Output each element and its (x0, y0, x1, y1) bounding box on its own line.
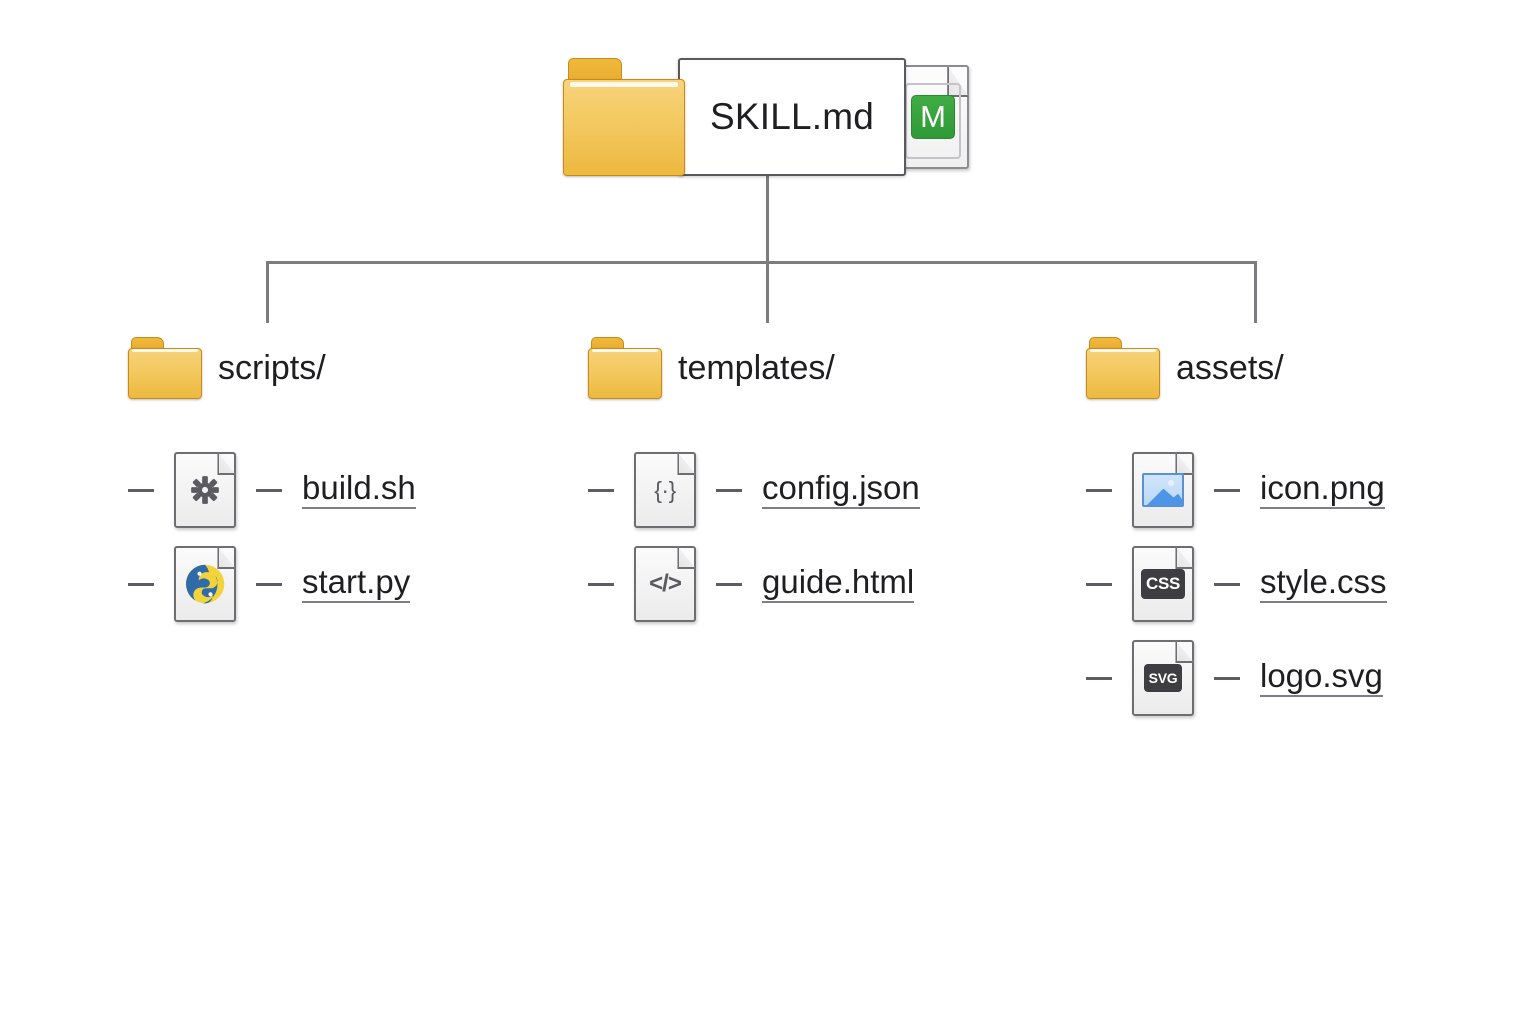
markdown-badge: M (911, 95, 955, 139)
sidebar-item-scripts[interactable]: scripts/ (128, 335, 416, 401)
dash-icon (128, 488, 154, 492)
dash-icon (588, 488, 614, 492)
connector-drop-scripts (266, 261, 269, 323)
folder-icon (1086, 337, 1160, 399)
picture-icon (1142, 473, 1184, 507)
dash-icon (256, 488, 282, 492)
branch-templates: templates/ {·} config.json </> guide.htm… (588, 335, 920, 631)
gear-icon (191, 476, 219, 504)
list-item[interactable]: build.sh (128, 443, 416, 537)
folder-icon (563, 58, 685, 176)
python-icon (185, 564, 225, 604)
branch-scripts: scripts/ (128, 335, 416, 631)
dash-icon (716, 488, 742, 492)
file-label[interactable]: build.sh (302, 470, 416, 510)
dash-icon (588, 582, 614, 586)
gear-file-icon (174, 452, 236, 528)
dash-icon (1214, 582, 1240, 586)
connector-horizontal-bar (266, 261, 1257, 264)
folder-icon (128, 337, 202, 399)
dash-icon (1214, 676, 1240, 680)
dash-icon (1086, 488, 1112, 492)
connector-root-trunk (766, 172, 769, 264)
dash-icon (1086, 676, 1112, 680)
css-badge-icon: CSS (1140, 569, 1186, 599)
svg-file-icon: SVG (1132, 640, 1194, 716)
file-label[interactable]: logo.svg (1260, 658, 1383, 698)
file-label[interactable]: start.py (302, 564, 411, 604)
list-item[interactable]: CSS style.css (1086, 537, 1387, 631)
page-title: SKILL.md (709, 96, 875, 137)
html-file-icon: </> (634, 546, 696, 622)
markdown-file-icon: M (897, 65, 969, 169)
file-label[interactable]: icon.png (1260, 470, 1385, 510)
directory-label: assets/ (1176, 348, 1284, 387)
list-item[interactable]: {·} config.json (588, 443, 920, 537)
root-label-box: SKILL.md (678, 58, 906, 176)
connector-drop-assets (1254, 261, 1257, 323)
python-file-icon (174, 546, 236, 622)
code-tag-icon: </> (649, 570, 682, 597)
connector-drop-templates (766, 261, 769, 323)
file-label[interactable]: style.css (1260, 564, 1387, 604)
directory-label: templates/ (678, 348, 835, 387)
dash-icon (1214, 488, 1240, 492)
list-item[interactable]: </> guide.html (588, 537, 920, 631)
sidebar-item-templates[interactable]: templates/ (588, 335, 920, 401)
file-label[interactable]: guide.html (762, 564, 915, 604)
dash-icon (256, 582, 282, 586)
directory-label: scripts/ (218, 348, 326, 387)
list-item[interactable]: start.py (128, 537, 416, 631)
image-file-icon (1132, 452, 1194, 528)
folder-icon (588, 337, 662, 399)
list-item[interactable]: icon.png (1086, 443, 1387, 537)
json-file-icon: {·} (634, 452, 696, 528)
root-node[interactable]: SKILL.md M (563, 58, 969, 176)
dash-icon (716, 582, 742, 586)
svg-badge-icon: SVG (1143, 664, 1183, 692)
sidebar-item-assets[interactable]: assets/ (1086, 335, 1387, 401)
dash-icon (128, 582, 154, 586)
dash-icon (1086, 582, 1112, 586)
css-file-icon: CSS (1132, 546, 1194, 622)
branch-assets: assets/ icon.png CSS style.css (1086, 335, 1387, 725)
braces-icon: {·} (654, 476, 676, 503)
file-label[interactable]: config.json (762, 470, 920, 510)
list-item[interactable]: SVG logo.svg (1086, 631, 1387, 725)
